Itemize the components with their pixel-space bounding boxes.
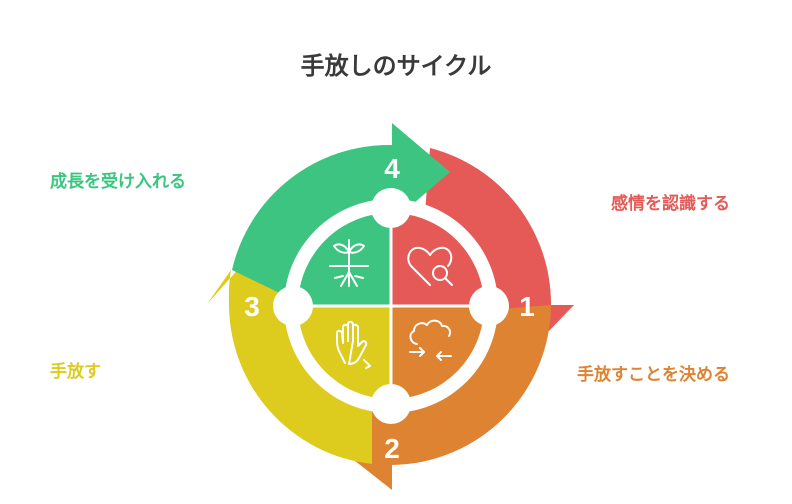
step-label-3: 手放す xyxy=(50,362,101,382)
cloud-arrows-icon xyxy=(409,319,452,361)
step-number-4: 4 xyxy=(384,153,400,184)
quadrant-step-3 xyxy=(298,306,391,399)
arrow-step-3b xyxy=(207,245,372,464)
step-label-4: 成長を受け入れる xyxy=(50,172,186,192)
step-number-1: 1 xyxy=(519,291,535,322)
quadrant-step-1 xyxy=(391,213,484,306)
step-label-1: 感情を認識する xyxy=(611,194,730,214)
open-hand-icon xyxy=(336,320,371,369)
heart-search-icon xyxy=(407,246,453,286)
sprout-roots-icon xyxy=(329,239,369,287)
quadrant-step-4 xyxy=(298,213,391,306)
step-label-2: 手放すことを決める xyxy=(577,365,730,385)
step-number-3: 3 xyxy=(244,291,260,322)
page-title: 手放しのサイクル xyxy=(300,52,492,80)
step-number-2: 2 xyxy=(384,433,400,464)
